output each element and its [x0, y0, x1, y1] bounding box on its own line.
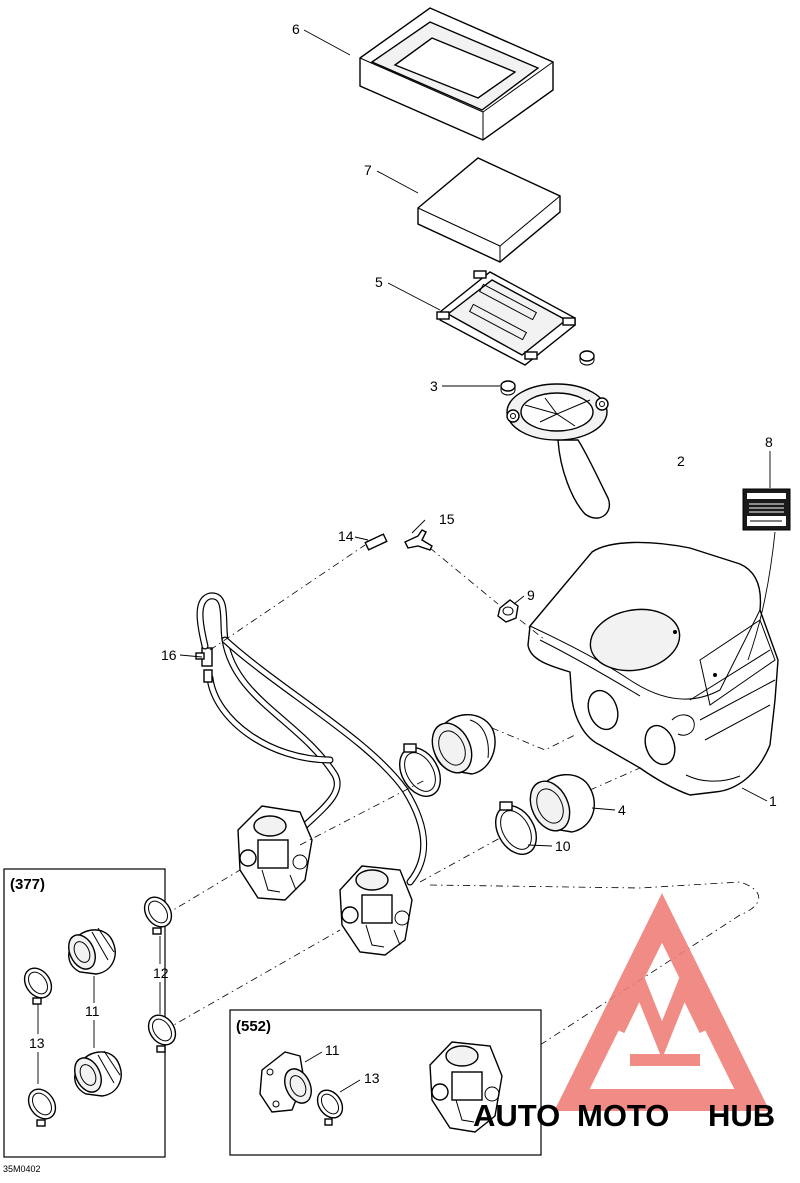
callout-14: 14: [338, 528, 354, 544]
part-5-filter-screen: [436, 270, 576, 366]
callout-1: 1: [769, 793, 777, 809]
group-552-panel: (552) 11 13: [229, 1009, 542, 1156]
diagram-code: 35M0402: [3, 1164, 41, 1174]
part-10-clamp: [495, 801, 537, 855]
watermark-moto: MOTO: [577, 1098, 669, 1133]
group-377-callout-11: 11: [85, 1003, 100, 1019]
watermark-hub: HUB: [708, 1098, 775, 1133]
group-377-callout-13: 13: [29, 1035, 45, 1051]
callout-numbers: 6 7 5 3 2 8 15 14 9 16 1 4 10: [161, 21, 777, 854]
callout-7: 7: [364, 162, 372, 178]
callout-2: 2: [677, 453, 685, 469]
part-9-grommet: [497, 599, 519, 623]
part-14-tube: [364, 533, 388, 551]
part-2-air-intake-silencer: [506, 383, 611, 519]
callout-4: 4: [618, 802, 626, 818]
part-15-elbow-fitting: [404, 529, 433, 551]
part-6-filter-frame: [359, 7, 554, 141]
group-377-panel: (377) 12 11 13: [3, 868, 177, 1158]
callout-15: 15: [439, 511, 455, 527]
callout-16: 16: [161, 647, 177, 663]
upper-hose-clamp: [399, 743, 441, 797]
upper-intake-adaptor: [431, 713, 496, 775]
callout-leaders: [179, 29, 776, 847]
carburetor-left: [237, 805, 313, 901]
callout-9: 9: [527, 587, 535, 603]
group-377-callout-12: 12: [153, 965, 169, 981]
callout-3: 3: [430, 378, 438, 394]
callout-10: 10: [555, 838, 571, 854]
callout-6: 6: [292, 21, 300, 37]
group-552-label: (552): [236, 1018, 271, 1035]
automotohub-watermark-logo: [554, 893, 770, 1111]
part-1-air-box: [527, 541, 779, 796]
part-7-filter-element: [417, 157, 561, 263]
automotohub-watermark-text: AUTO MOTO HUB: [473, 1098, 775, 1133]
part-8-warning-decal: [742, 488, 791, 531]
group-552-callout-11: 11: [325, 1042, 340, 1058]
group-377-label: (377): [10, 876, 45, 893]
watermark-auto: AUTO: [473, 1098, 560, 1133]
part-3-grommets: [500, 350, 595, 396]
part-4-carburetor-adaptor: [529, 773, 595, 833]
callout-5: 5: [375, 274, 383, 290]
callout-8: 8: [765, 434, 773, 450]
carburetor-right: [339, 865, 413, 956]
vent-hoses: [196, 592, 428, 886]
group-552-callout-13: 13: [364, 1070, 380, 1086]
